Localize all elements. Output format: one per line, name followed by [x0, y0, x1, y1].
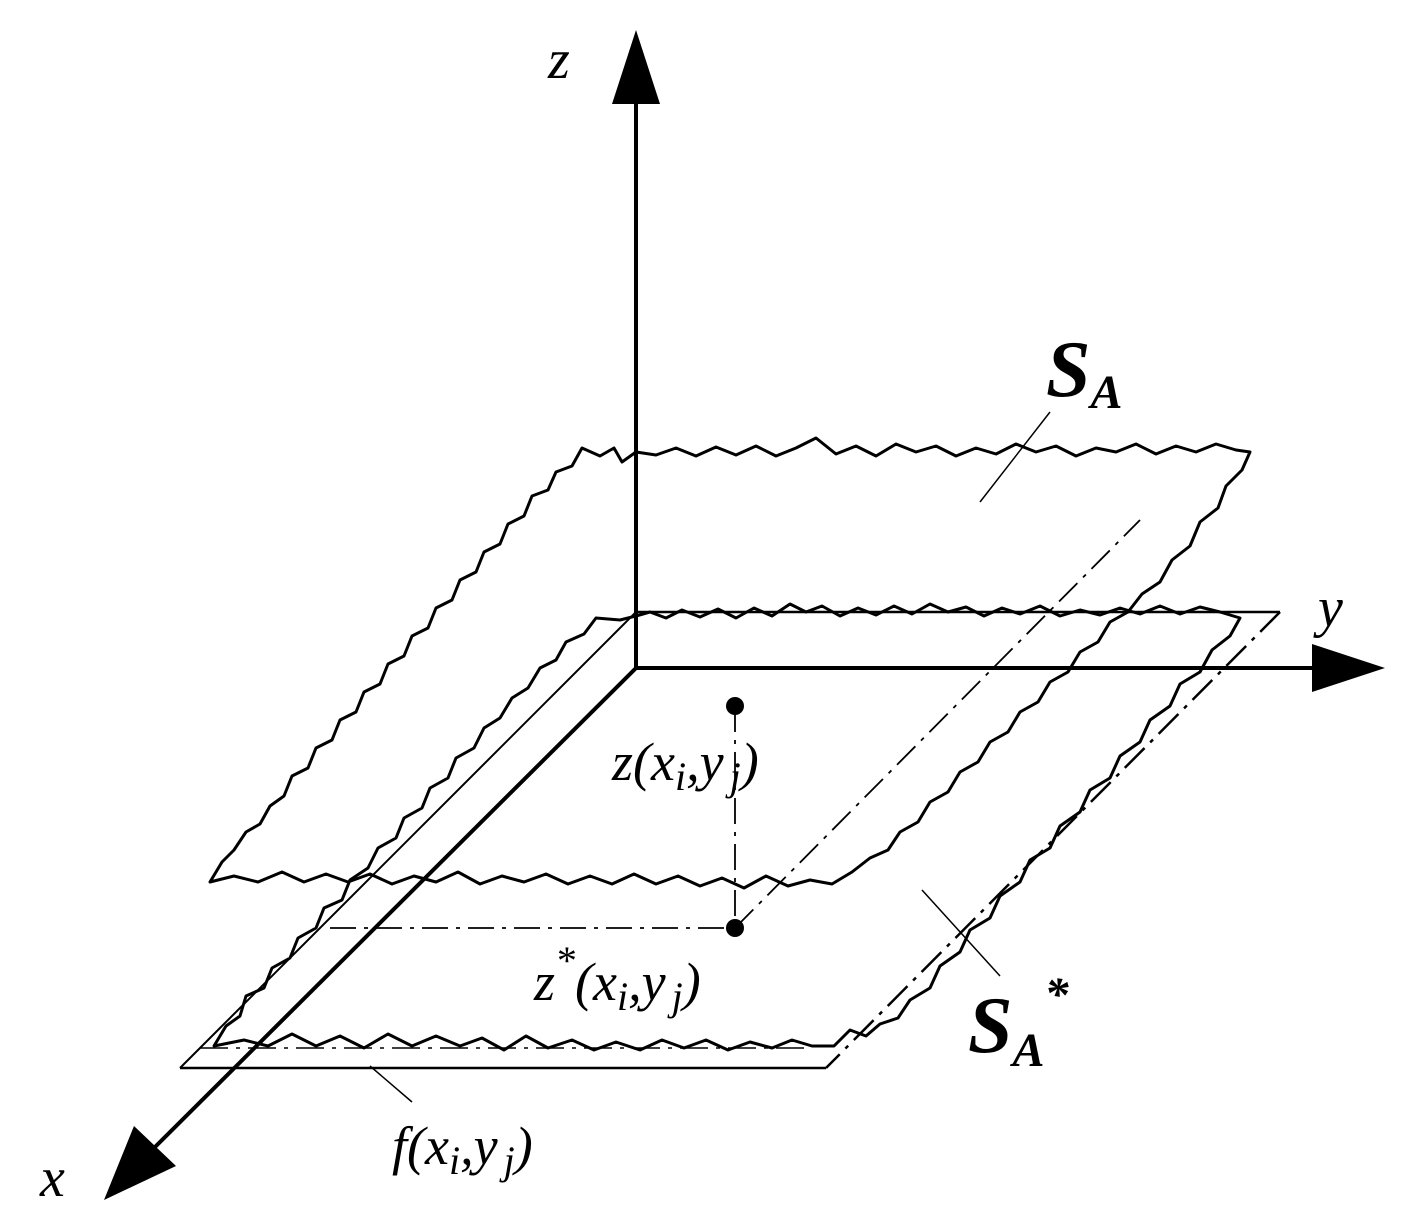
- z-axis-arrowhead: [612, 30, 660, 104]
- z-axis-label: z: [547, 29, 570, 91]
- upper-rough-surface: [208, 436, 1252, 890]
- y-axis-label: y: [1313, 577, 1343, 639]
- y-axis-arrowhead: [1312, 644, 1385, 692]
- sa-label: SA: [1046, 326, 1123, 419]
- x-axis-label: x: [39, 1147, 65, 1209]
- leader-sa-star: [921, 889, 1001, 977]
- leader-f: [369, 1065, 413, 1103]
- ref-plane-right-edge: [825, 611, 1281, 1069]
- axes: [148, 100, 1320, 1154]
- lower-rough-surface: [212, 602, 1242, 1052]
- point-z-star: [726, 919, 744, 937]
- ref-plane-left-edge: [179, 611, 637, 1069]
- leader-lines: [369, 411, 1051, 1103]
- diagonal-projection-line: [734, 519, 1141, 929]
- x-axis-line: [148, 666, 638, 1154]
- point-z: [726, 697, 744, 715]
- x-axis-arrowhead: [104, 1126, 176, 1200]
- reference-plane-outline: [179, 610, 1281, 1070]
- sa-star-label: SA*: [968, 968, 1070, 1077]
- leader-sa: [979, 411, 1051, 503]
- construction-lines: [330, 519, 1141, 929]
